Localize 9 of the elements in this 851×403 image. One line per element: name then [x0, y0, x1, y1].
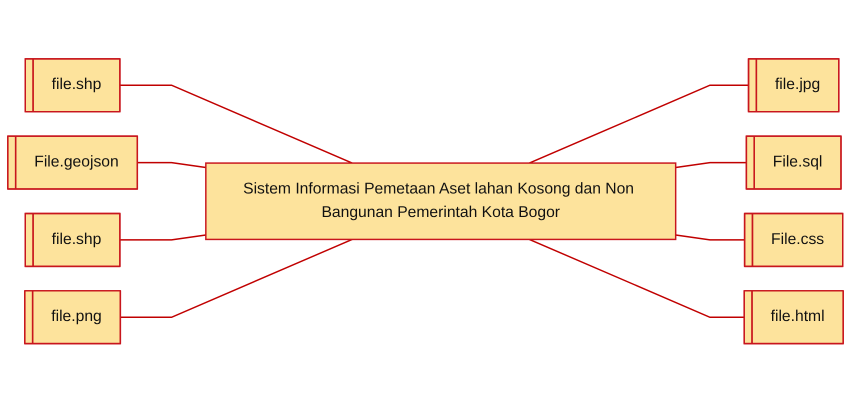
connector: [676, 162, 746, 168]
connector: [529, 84, 749, 164]
connector: [529, 239, 744, 318]
connector: [137, 162, 206, 168]
connector: [676, 234, 745, 241]
connector: [120, 239, 352, 318]
connector: [120, 84, 352, 164]
node-box: Sistem Informasi Pemetaan Aset lahan Kosong dan Non Bangunan Pemerintah Kota Bogor: [205, 162, 676, 240]
connector: [120, 234, 206, 241]
